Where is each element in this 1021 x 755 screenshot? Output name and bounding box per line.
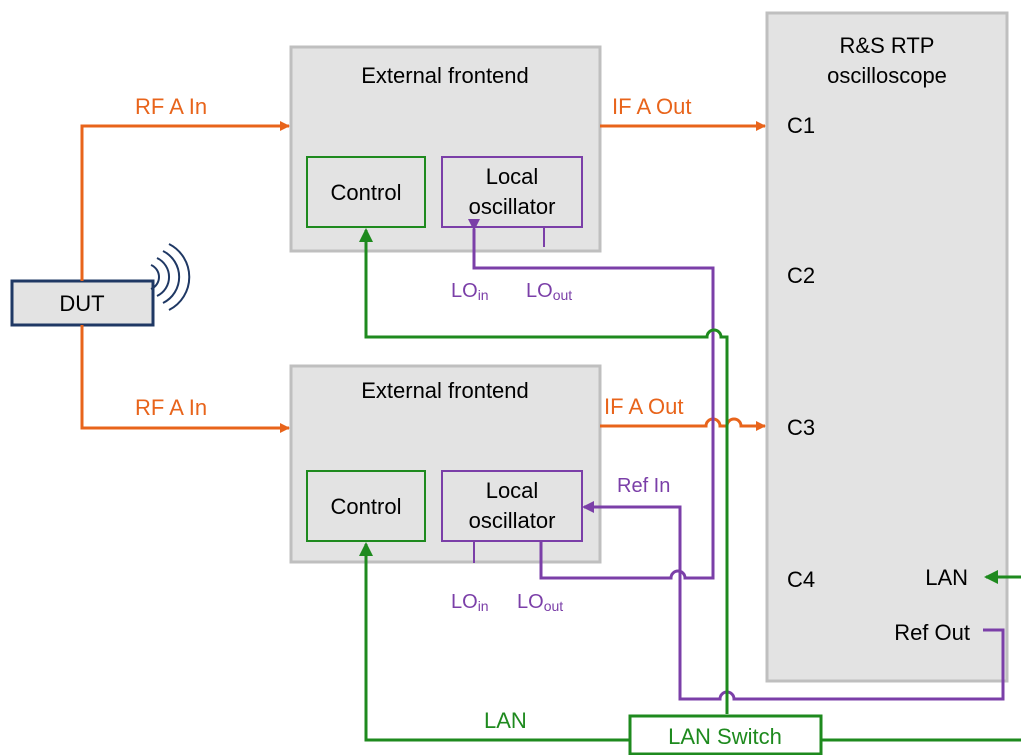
dut-box bbox=[10, 279, 155, 327]
lo-in-top-label: LOin bbox=[451, 280, 489, 303]
rf-wire-dut-to-bottom bbox=[80, 325, 290, 433]
frontend-bottom-lo-box bbox=[441, 470, 583, 542]
lan-wire-label: LAN bbox=[484, 708, 527, 733]
lo-in-bottom-label: LOin bbox=[451, 591, 489, 614]
lan-switch-label: LAN Switch bbox=[668, 724, 782, 749]
rf-wire-dut-to-top bbox=[80, 121, 290, 281]
oscilloscope-title-line2: oscilloscope bbox=[827, 63, 947, 88]
channel-c3-label: C3 bbox=[787, 415, 815, 440]
frontend-bottom-lo-label-line1: Local bbox=[486, 478, 539, 503]
frontend-bottom-control-label: Control bbox=[331, 494, 402, 519]
frontend-top-control-box bbox=[306, 156, 426, 228]
lan-wire-switch-to-top-control bbox=[359, 228, 729, 714]
channel-c2-label: C2 bbox=[787, 263, 815, 288]
frontend-top-control-label: Control bbox=[331, 180, 402, 205]
dut-label: DUT bbox=[59, 291, 104, 316]
lan-wire-switch-to-bottom-control bbox=[359, 542, 630, 742]
lan-switch-box bbox=[628, 714, 823, 755]
frontend-top-lo-label-line2: oscillator bbox=[469, 194, 556, 219]
frontend-bottom-lo-label-line2: oscillator bbox=[469, 508, 556, 533]
frontend-top-title: External frontend bbox=[361, 63, 529, 88]
frontend-top-lo-box bbox=[441, 156, 583, 228]
rf-in-top-label: RF A In bbox=[135, 94, 207, 119]
oscilloscope-title-line1: R&S RTP bbox=[840, 33, 935, 58]
frontend-bottom-control-box bbox=[306, 470, 426, 542]
oscilloscope-box bbox=[765, 11, 1009, 683]
rf-in-bottom-label: RF A In bbox=[135, 395, 207, 420]
if-out-bottom-label: IF A Out bbox=[604, 394, 683, 419]
lo-out-top-label: LOout bbox=[526, 280, 572, 303]
lo-out-bottom-label: LOout bbox=[517, 591, 563, 614]
frontend-bottom-title: External frontend bbox=[361, 378, 529, 403]
scope-lan-port-label: LAN bbox=[925, 565, 968, 590]
if-out-top-label: IF A Out bbox=[612, 94, 691, 119]
channel-c4-label: C4 bbox=[787, 567, 815, 592]
ref-in-label: Ref In bbox=[617, 475, 670, 497]
frontend-top-lo-label-line1: Local bbox=[486, 164, 539, 189]
channel-c1-label: C1 bbox=[787, 113, 815, 138]
wireless-signal-icon bbox=[150, 243, 191, 311]
if-wire-bottom-to-c3 bbox=[600, 417, 766, 431]
scope-ref-out-label: Ref Out bbox=[894, 620, 970, 645]
